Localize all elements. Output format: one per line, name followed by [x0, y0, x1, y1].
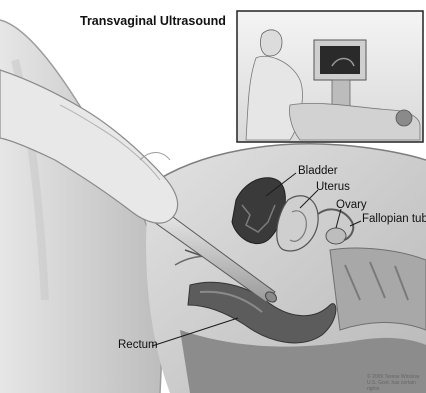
inset-scene — [237, 11, 423, 142]
label-rectum: Rectum — [118, 340, 158, 352]
label-uterus: Uterus — [316, 182, 350, 194]
monitor-screen — [320, 46, 360, 74]
label-ovary: Ovary — [336, 200, 367, 212]
clinician-figure — [260, 30, 282, 56]
label-bladder: Bladder — [298, 166, 338, 178]
copyright-credit: © 2009 Terese Winslow U.S. Govt. has cer… — [367, 375, 426, 392]
figure-title: Transvaginal Ultrasound — [80, 15, 226, 28]
ovary-shape — [326, 228, 346, 244]
credit-line-2: U.S. Govt. has certain rights — [367, 381, 426, 393]
label-fallopian-tube: Fallopian tub — [362, 214, 426, 226]
